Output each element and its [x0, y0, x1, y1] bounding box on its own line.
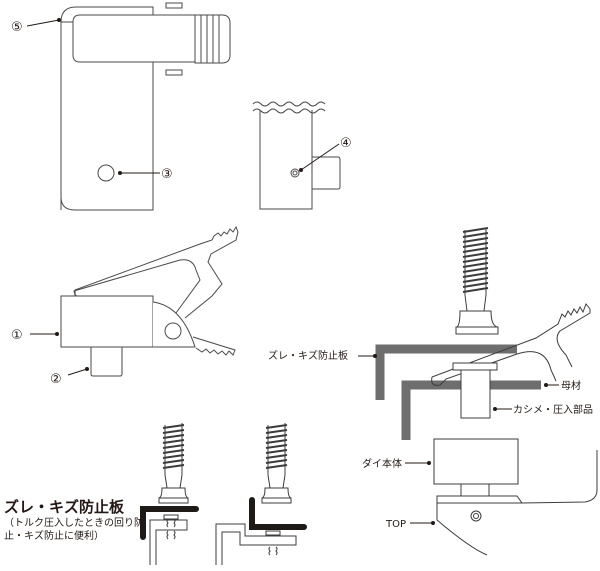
clip-pivot	[152, 301, 196, 348]
assembly-die-body	[433, 438, 598, 556]
callout-2-label: ②	[50, 372, 62, 387]
label-die-body-text: ダイ本体	[362, 457, 402, 470]
example-right-guard-plate	[249, 497, 307, 530]
assembly-guard-plate	[375, 344, 517, 400]
clamp-front-view	[60, 2, 231, 211]
assembly-crimp-part	[452, 362, 498, 419]
punch-threads	[462, 227, 489, 293]
example-left-guard-plate	[140, 506, 199, 540]
clamp-hole	[97, 164, 115, 182]
label-top-text: TOP	[385, 519, 406, 530]
feature-description: （トルク圧入したときの回り防止・キズ防止に便利）	[4, 518, 144, 542]
label-crimp-part-text: カシメ・圧入部品	[513, 403, 593, 416]
assembly-punch	[455, 227, 499, 335]
callout-5-label: ⑤	[11, 20, 23, 35]
callout-2: ②	[50, 367, 89, 387]
callout-4-label: ④	[340, 136, 352, 151]
feature-title: ズレ・キズ防止板	[4, 498, 125, 516]
label-base-material-text: 母材	[561, 379, 581, 392]
clip-shank	[90, 347, 123, 377]
example-left	[149, 423, 189, 565]
clamp-grip	[72, 14, 196, 63]
clamp-bottom-tab	[165, 69, 183, 76]
assembly-base-material	[401, 380, 541, 440]
callout-1: ①	[11, 328, 59, 343]
clip-side-view	[60, 225, 239, 377]
clip-pivot-hole	[164, 322, 182, 340]
label-base-material: 母材	[544, 379, 581, 392]
label-die-body: ダイ本体	[362, 457, 431, 470]
clamp-top-tab	[165, 2, 183, 9]
label-crimp-part: カシメ・圧入部品	[493, 403, 593, 416]
callout-3: ③	[118, 167, 173, 182]
clip-upper-jaw-outer	[74, 225, 239, 319]
clip-lower-jaw	[192, 336, 236, 356]
clamp-side-detail	[252, 101, 341, 210]
clip-body	[60, 295, 154, 348]
side-tab	[312, 156, 341, 190]
callout-5: ⑤	[11, 18, 61, 35]
label-guard-plate: ズレ・キズ防止板	[268, 349, 377, 362]
callout-3-label: ③	[161, 167, 173, 182]
wavy-break-line-1	[252, 101, 326, 107]
wavy-break-line-2	[252, 108, 326, 114]
side-body	[259, 110, 313, 210]
label-guard-plate-text: ズレ・キズ防止板	[268, 349, 348, 362]
example-right	[215, 423, 297, 565]
callout-4: ④	[299, 136, 352, 172]
label-top: TOP	[385, 519, 435, 530]
callout-1-label: ①	[11, 328, 23, 343]
